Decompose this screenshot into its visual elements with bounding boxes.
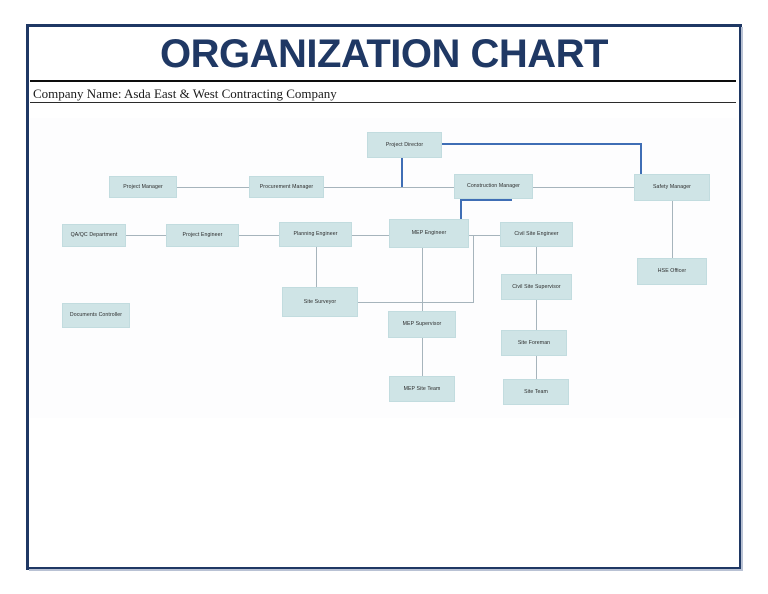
node-mep-supervisor-label: MEP Supervisor (402, 321, 442, 327)
node-civil-site-engineer-label: Civil Site Engineer (514, 231, 559, 237)
edge-supervisor-to-site-team (422, 338, 423, 376)
edge-row3-spine-d (469, 235, 500, 236)
node-mep-supervisor[interactable]: MEP Supervisor (388, 311, 456, 338)
company-name-line: Company Name: Asda East & West Contracti… (33, 86, 337, 101)
chart-canvas-shade (30, 118, 736, 418)
edge-surveyor-to-civil-h (358, 302, 474, 303)
edge-row2-spine-mid (324, 187, 454, 188)
node-procurement-manager-label: Procurement Manager (259, 183, 314, 190)
node-safety-manager[interactable]: Safety Manager (634, 174, 710, 201)
node-civil-site-engineer[interactable]: Civil Site Engineer (500, 222, 573, 247)
node-mep-engineer-label: MEP Engineer (411, 230, 447, 236)
node-site-foreman[interactable]: Site Foreman (501, 330, 567, 356)
node-qa-qc-department-label: QA/QC Department (70, 232, 118, 238)
edge-row2-spine-right (533, 187, 634, 188)
edge-director-down (401, 158, 403, 187)
node-project-engineer-label: Project Engineer (182, 232, 223, 238)
node-construction-manager-label: Construction Manager (466, 183, 521, 189)
node-hse-officer[interactable]: HSE Officer (637, 258, 707, 285)
node-mep-engineer[interactable]: MEP Engineer (389, 219, 469, 248)
node-project-director-label: Project Director (385, 141, 424, 148)
edge-director-to-safety-v (640, 143, 642, 176)
edge-foreman-to-site-team (536, 356, 537, 379)
node-civil-site-supervisor-label: Civil Site Supervisor (512, 283, 561, 290)
node-planning-engineer-label: Planning Engineer (293, 231, 338, 237)
edge-construction-elbow-top (460, 199, 512, 201)
node-procurement-manager[interactable]: Procurement Manager (249, 176, 324, 198)
edge-civil-to-supervisor (536, 247, 537, 274)
node-mep-site-team-label: MEP Site Team (403, 385, 441, 392)
page-title: ORGANIZATION CHART (30, 28, 738, 80)
company-divider (30, 102, 736, 103)
edge-row2-spine-left (177, 187, 249, 188)
node-project-engineer[interactable]: Project Engineer (166, 224, 239, 247)
edge-safety-to-hse (672, 201, 673, 258)
node-planning-engineer[interactable]: Planning Engineer (279, 222, 352, 247)
node-project-manager[interactable]: Project Manager (109, 176, 177, 198)
node-project-director[interactable]: Project Director (367, 132, 442, 158)
title-divider (30, 80, 736, 82)
node-site-surveyor-label: Site Surveyor (303, 298, 337, 305)
node-site-foreman-label: Site Foreman (517, 339, 551, 346)
node-project-manager-label: Project Manager (123, 183, 163, 190)
node-safety-manager-label: Safety Manager (652, 184, 692, 190)
chart-canvas: Project Director Project Manager Procure… (30, 104, 736, 566)
edge-row3-spine-b (239, 235, 279, 236)
node-hse-officer-label: HSE Officer (657, 268, 687, 274)
node-site-team[interactable]: Site Team (503, 379, 569, 405)
edge-row3-spine-c (352, 235, 389, 236)
edge-planning-to-surveyor (316, 247, 317, 287)
node-qa-qc-department[interactable]: QA/QC Department (62, 224, 126, 247)
edge-director-to-safety-h (442, 143, 642, 145)
node-mep-site-team[interactable]: MEP Site Team (389, 376, 455, 402)
edge-row3-spine-a (126, 235, 166, 236)
edge-mep-to-supervisor (422, 248, 423, 311)
edge-construction-elbow-v (460, 199, 462, 233)
node-site-team-label: Site Team (524, 388, 548, 395)
edge-civil-supervisor-to-foreman (536, 300, 537, 330)
node-site-surveyor[interactable]: Site Surveyor (282, 287, 358, 317)
node-civil-site-supervisor[interactable]: Civil Site Supervisor (501, 274, 572, 300)
node-documents-controller-label: Documents Controller (69, 312, 123, 318)
node-construction-manager[interactable]: Construction Manager (454, 174, 533, 199)
page-title-text: ORGANIZATION CHART (160, 31, 609, 76)
node-documents-controller[interactable]: Documents Controller (62, 303, 130, 328)
edge-surveyor-to-civil-v (473, 235, 474, 302)
